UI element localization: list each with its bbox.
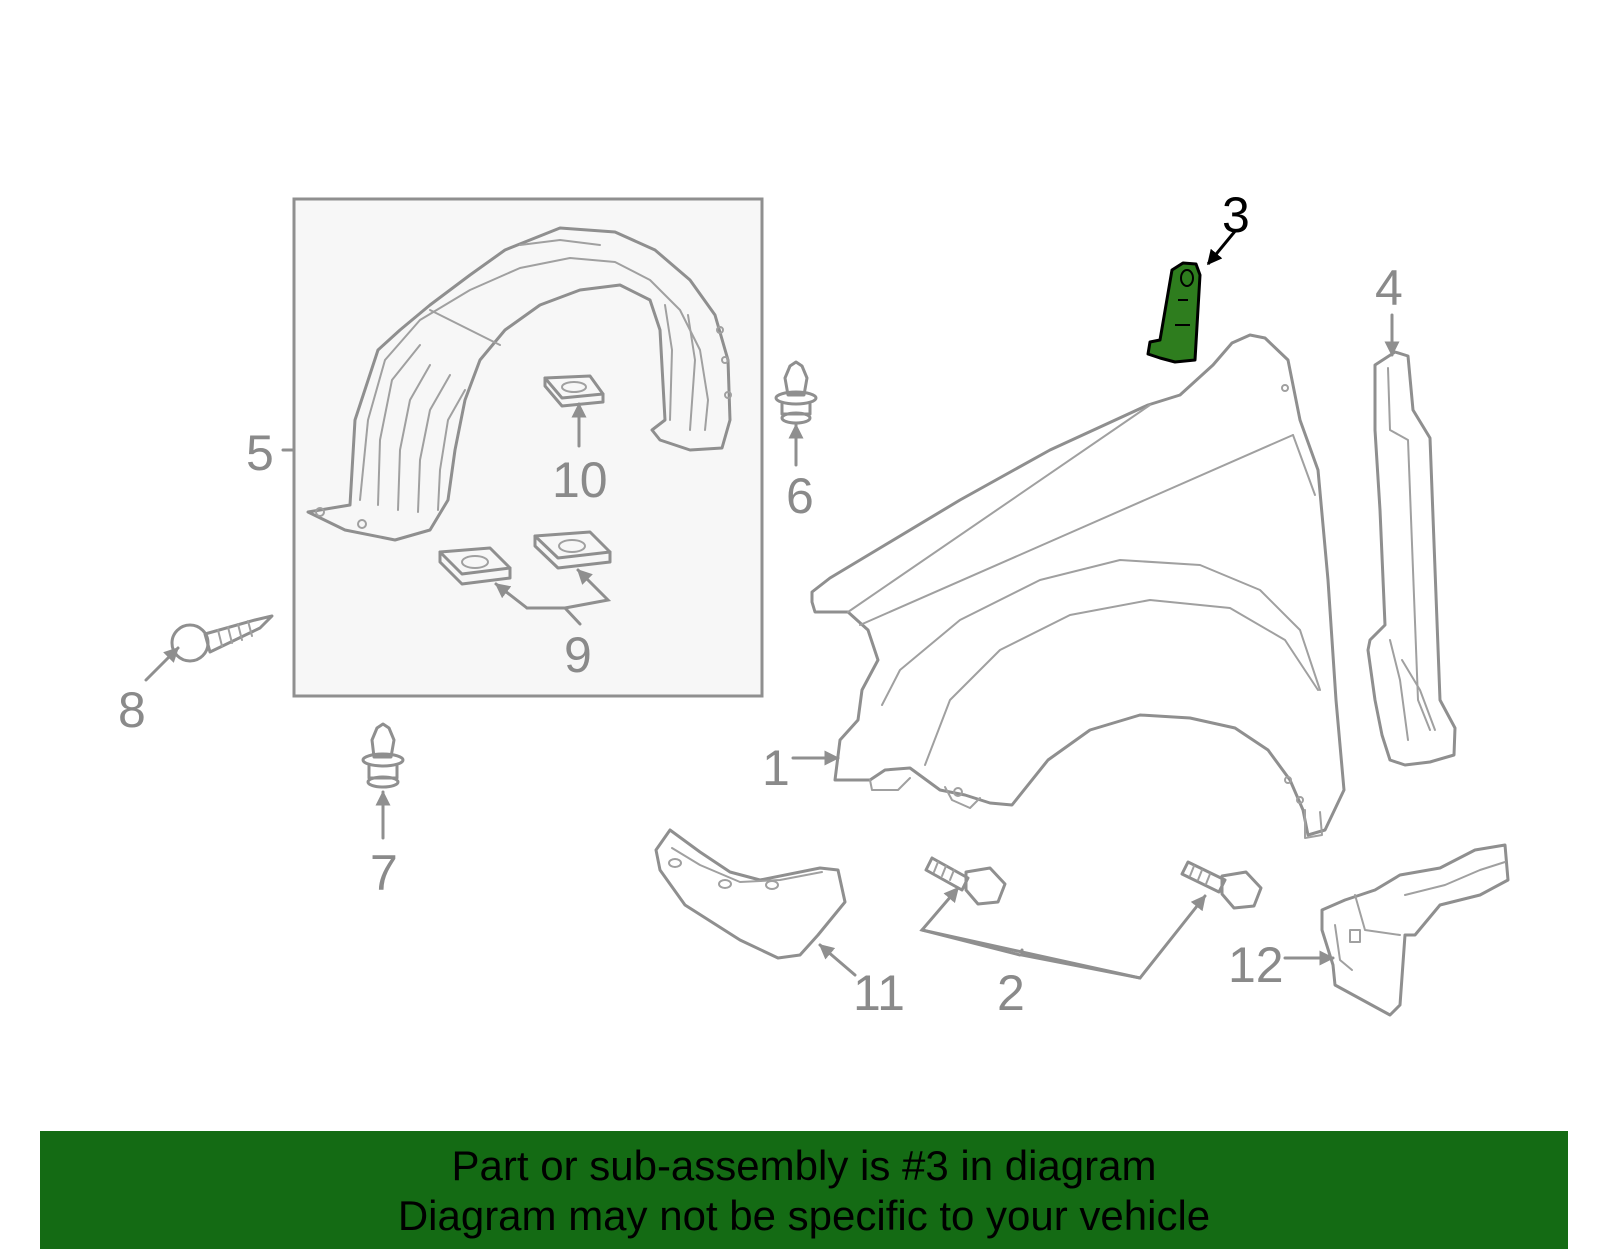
bracket-part-12[interactable]: [1320, 843, 1510, 1017]
callout-labels: 1 2 3 4 5 6 7 8 9 10 11 12: [118, 187, 1403, 1021]
clip-nut-part-10[interactable]: [543, 374, 605, 408]
callout-8: 8: [118, 682, 146, 738]
bracket-part-3[interactable]: [1146, 261, 1202, 364]
callout-11: 11: [853, 965, 905, 1021]
banner-line-1: Part or sub-assembly is #3 in diagram: [451, 1142, 1157, 1189]
banner-line-2: Diagram may not be specific to your vehi…: [397, 1192, 1211, 1239]
callout-1: 1: [762, 740, 790, 796]
callout-10: 10: [552, 452, 608, 508]
fender-seal-part-4[interactable]: [1366, 350, 1457, 767]
clip-nuts-part-9[interactable]: [438, 530, 612, 586]
mud-guard-part-11[interactable]: [654, 828, 847, 960]
leader-lines: [144, 229, 1400, 980]
info-banner: Part or sub-assembly is #3 in diagram Di…: [40, 1131, 1568, 1249]
callout-12: 12: [1228, 937, 1284, 993]
callout-7: 7: [370, 845, 398, 901]
push-clip-part-7[interactable]: [361, 722, 405, 789]
inset-box: [292, 197, 764, 698]
bolts-part-2[interactable]: [924, 856, 1263, 910]
screw-part-8[interactable]: [170, 614, 274, 663]
push-clip-part-6[interactable]: [774, 360, 818, 425]
callout-6: 6: [786, 468, 814, 524]
callout-3: 3: [1222, 187, 1250, 243]
callout-4: 4: [1375, 260, 1403, 316]
callout-2: 2: [997, 965, 1025, 1021]
fender-liner-part-5[interactable]: [306, 226, 732, 542]
callout-5: 5: [246, 425, 274, 481]
callout-9: 9: [564, 627, 592, 683]
fender-part-1[interactable]: [810, 333, 1346, 839]
